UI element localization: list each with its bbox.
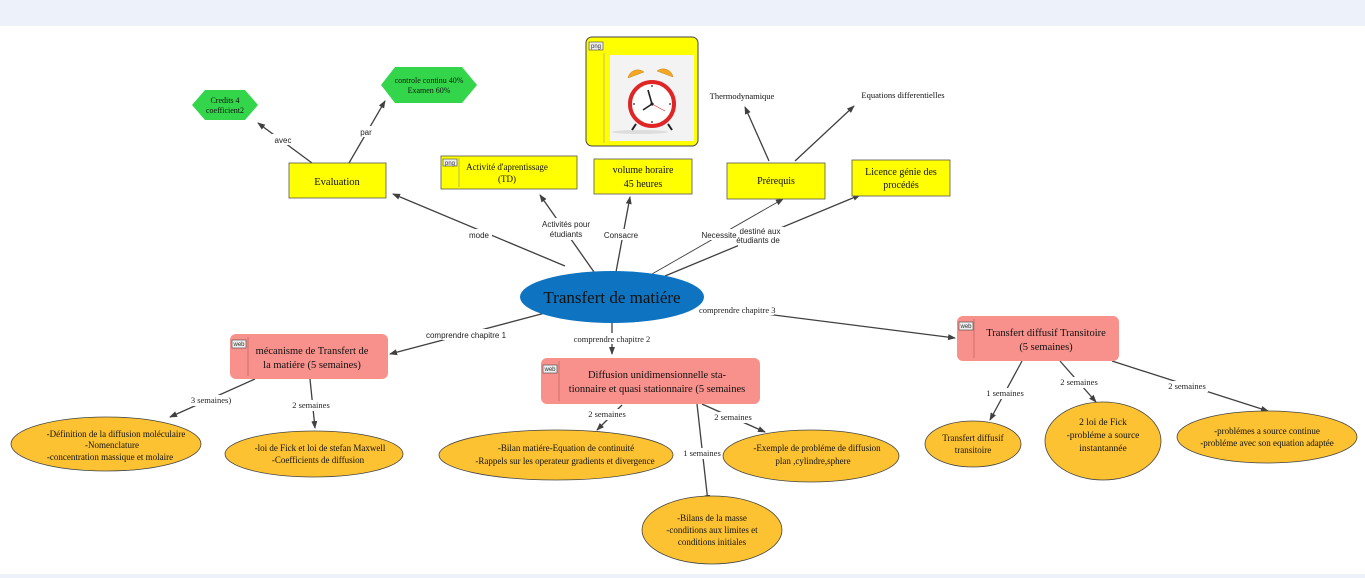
- node-activite-line-2: (TD): [498, 174, 516, 184]
- link-label-ch3-b: 2 semaines: [1060, 377, 1098, 387]
- alarm-clock-icon: [612, 68, 676, 134]
- node-prerequis-label: Prérequis: [757, 176, 795, 187]
- link-label-ch2-c: 2 semaines: [714, 412, 752, 422]
- link-label-chapitre-1: comprendre chapitre 1: [426, 331, 507, 340]
- leaf-line: -problémes a source continue: [1214, 426, 1320, 436]
- node-activite[interactable]: png Activité d'aprentissage (TD): [440, 155, 578, 190]
- link-label-mode: mode: [469, 231, 490, 240]
- leaf-line: -conditions aux limites et: [666, 525, 758, 535]
- link-label-ch3-c: 2 semaines: [1168, 381, 1206, 391]
- node-ch3-transitoire[interactable]: Transfert diffusif transitoire: [924, 420, 1022, 468]
- leaf-line: -loi de Fick et loi de stefan Maxwell: [255, 443, 386, 453]
- link-labels: avec par mode Activités pour étudiants C…: [188, 126, 1208, 459]
- node-central[interactable]: Transfert de matiére: [520, 271, 704, 323]
- leaf-line: -Rappels sur les operateur gradients et …: [475, 456, 654, 466]
- node-chapitre-3-line-2: (5 semaines): [1019, 342, 1073, 353]
- web-badge-label: web: [232, 342, 245, 348]
- leaf-line: -Coefficients de diffusion: [272, 455, 365, 465]
- node-licence[interactable]: Licence génie des procédés: [851, 159, 951, 197]
- link-label-chapitre-3: comprendre chapitre 3: [699, 305, 775, 315]
- node-ch3-fick[interactable]: 2 loi de Fick -probléme a source instant…: [1044, 401, 1162, 481]
- link-label-avec: avec: [275, 136, 292, 145]
- leaf-line: -probléme avec son equation adaptée: [1200, 438, 1333, 448]
- node-ch3-source-continue[interactable]: -problémes a source continue -probléme a…: [1176, 410, 1358, 464]
- node-chapitre-2-line-2: tionnaire et quasi stationnaire (5 semai…: [569, 384, 745, 395]
- central-title: Transfert de matiére: [543, 288, 680, 307]
- node-activite-line-1: Activité d'aprentissage: [466, 162, 548, 172]
- leaf-line: -Définition de la diffusion moléculaire: [47, 429, 186, 439]
- bottom-bar: [0, 574, 1365, 578]
- link-thermo: [744, 106, 770, 162]
- node-credits-line-2: coefficient2: [206, 106, 244, 115]
- link-label-ch2-a: 2 semaines: [588, 409, 626, 419]
- link-label-destine-2: étudiants de: [736, 236, 780, 245]
- node-chapitre-1[interactable]: web mécanisme de Transfert de la matiére…: [230, 334, 388, 379]
- link-label-ch1-b: 2 semaines: [292, 400, 330, 410]
- node-equations[interactable]: Equations differentielles: [861, 90, 944, 100]
- link-label-ch3-a: 1 semaines: [986, 388, 1024, 398]
- web-badge-label: web: [959, 324, 972, 330]
- leaf-line: conditions initiales: [678, 537, 747, 547]
- web-badge: [231, 339, 247, 349]
- leaf-line: -probléme a source: [1067, 431, 1140, 441]
- node-controle-line-1: controle continu 40%: [395, 76, 464, 85]
- leaf-line: -Exemple de probléme de diffusion: [753, 443, 881, 453]
- node-ch2-exemple[interactable]: -Exemple de probléme de diffusion plan ,…: [722, 429, 900, 483]
- link-label-ch1-a: 3 semaines): [191, 395, 232, 405]
- node-controle-line-2: Examen 60%: [408, 86, 451, 95]
- web-badge: [958, 321, 974, 331]
- node-thermodynamique[interactable]: Thermodynamique: [710, 91, 775, 101]
- node-licence-line-1: Licence génie des: [865, 167, 937, 178]
- node-volume[interactable]: volume horaire 45 heures: [593, 158, 693, 195]
- link-label-destine-1: destiné aux: [740, 227, 781, 236]
- png-badge-label: png: [445, 161, 455, 167]
- node-chapitre-1-line-2: la matiére (5 semaines): [263, 360, 361, 371]
- node-licence-line-2: procédés: [883, 180, 919, 191]
- node-ch1-fick[interactable]: -loi de Fick et loi de stefan Maxwell -C…: [224, 430, 404, 478]
- node-chapitre-1-line-1: mécanisme de Transfert de: [256, 346, 369, 357]
- leaf-line: plan ,cylindre,sphere: [775, 456, 850, 466]
- png-badge-label: png: [591, 44, 601, 50]
- link-label-necessite: Necessite: [701, 231, 737, 240]
- node-ch2-bilans-masse[interactable]: -Bilans de la masse -conditions aux limi…: [641, 495, 783, 565]
- png-badge: [588, 41, 604, 51]
- leaf-line: 2 loi de Fick: [1079, 418, 1127, 428]
- leaf-line: -concentration massique et molaire: [47, 452, 173, 462]
- leaf-line: -Bilan matiére-Equation de continuité: [498, 443, 634, 453]
- node-ch2-bilan[interactable]: -Bilan matiére-Equation de continuité -R…: [438, 429, 674, 481]
- link-label-consacre: Consacre: [604, 231, 639, 240]
- link-label-ch2-b: 1 semaines: [683, 448, 721, 458]
- node-image[interactable]: png: [585, 36, 699, 147]
- node-volume-line-2: 45 heures: [624, 179, 663, 190]
- node-chapitre-2-line-1: Diffusion unidimensionnelle sta-: [588, 370, 727, 381]
- web-badge-label: web: [543, 367, 556, 373]
- node-credits[interactable]: Credits 4 coefficient2: [192, 90, 258, 120]
- node-chapitre-3[interactable]: web Transfert diffusif Transitoire (5 se…: [957, 316, 1119, 361]
- node-chapitre-2[interactable]: web Diffusion unidimensionnelle sta- tio…: [541, 358, 760, 404]
- node-evaluation[interactable]: Evaluation: [288, 162, 387, 199]
- leaf-line: -Bilans de la masse: [677, 513, 747, 523]
- link-label-activites-2: étudiants: [550, 230, 582, 239]
- node-controle[interactable]: controle continu 40% Examen 60%: [381, 67, 477, 103]
- node-ch1-definition[interactable]: -Définition de la diffusion moléculaire …: [10, 416, 202, 472]
- link-label-activites-1: Activités pour: [542, 220, 590, 229]
- leaf-line: transitoire: [955, 445, 992, 455]
- node-credits-line-1: Credits 4: [210, 96, 239, 105]
- node-evaluation-label: Evaluation: [314, 177, 360, 188]
- link-equations: [794, 105, 855, 162]
- node-volume-line-1: volume horaire: [613, 165, 674, 176]
- node-prerequis[interactable]: Prérequis: [726, 162, 826, 200]
- leaf-line: -Nomenclature: [85, 440, 139, 450]
- leaf-line: Transfert diffusif: [942, 433, 1003, 443]
- link-label-chapitre-2: comprendre chapitre 2: [574, 334, 650, 344]
- top-toolbar: [0, 0, 1365, 26]
- node-chapitre-3-line-1: Transfert diffusif Transitoire: [986, 328, 1106, 339]
- leaf-line: instantannée: [1079, 444, 1126, 454]
- web-badge: [542, 364, 558, 374]
- link-label-par: par: [360, 128, 372, 137]
- png-badge: [442, 158, 458, 167]
